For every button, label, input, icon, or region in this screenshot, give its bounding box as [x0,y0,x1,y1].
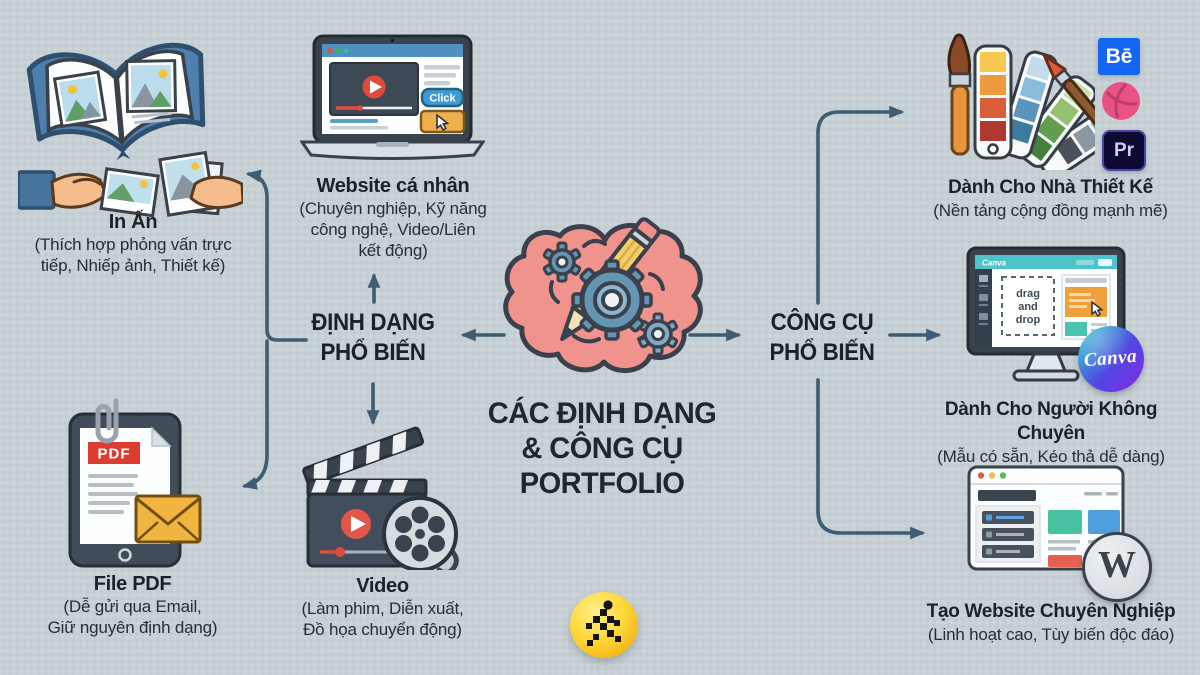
canva-monitor-illustration: Canva drag and drop [958,244,1133,394]
arrow-tools-to-designer [816,105,905,305]
pdf-node-text: File PDF (Dễ gửi qua Email, Giữ nguyên đ… [10,572,255,638]
prosite-node-desc: (Linh hoạt cao, Tùy biến độc đáo) [927,625,1175,644]
drop-label: drop [1016,314,1041,326]
nonpro-node-desc: (Mẫu có sẵn, Kéo thả dễ dàng) [937,447,1165,466]
video-node-text: Video (Làm phim, Diễn xuất, Đồ họa chuyể… [270,574,495,640]
prosite-node-title: Tạo Website Chuyên Nghiệp [926,601,1176,622]
dribbble-icon [1101,81,1141,121]
small-gear-icon [542,241,582,283]
pdf-node-title: File PDF [93,573,172,595]
behance-label: Bē [1105,44,1133,68]
premiere-label: Pr [1113,139,1135,161]
cursor-icon [1091,300,1104,317]
large-gear-icon [571,259,653,341]
film-reel-icon [382,496,458,570]
click-button-label: Click [429,93,456,105]
designer-node-text: Dành Cho Nhà Thiết Kế (Nền tảng cộng đồn… [918,176,1183,221]
envelope-icon [134,494,202,544]
formats-hub-label: ĐỊNH DẠNG PHỔ BIẾN [311,309,435,366]
and-label: and [1018,301,1038,313]
website-node-text: Website cá nhân (Chuyên nghiệp, Kỹ năng … [288,174,498,261]
canva-logo-icon: Canva [1078,326,1144,392]
right-hand [189,175,243,209]
nonpro-node-title: Dành Cho Người Không Chuyên [944,399,1158,444]
left-sleeve [18,170,56,210]
photo-right [125,59,178,114]
print-node-title: In Ấn [108,211,158,233]
designer-node-desc: (Nền tảng cộng đồng mạnh mẽ) [933,201,1168,220]
print-node-desc: (Thích hợp phỏng vấn trực tiếp, Nhiếp ản… [34,235,232,275]
designer-tools-illustration [935,30,1095,170]
pdf-tablet-illustration: PDF [56,398,211,573]
canva-appbar-label: Canva [982,259,1007,268]
small-gear-icon [637,312,679,356]
website-node-desc: (Chuyên nghiệp, Kỹ năng công nghệ, Video… [299,199,487,260]
nonpro-node-text: Dành Cho Người Không Chuyên (Mẫu có sẵn,… [912,398,1190,467]
brain-gears-pencil-illustration [500,212,710,397]
click-button [420,87,465,108]
designer-node-title: Dành Cho Nhà Thiết Kế [948,177,1153,198]
drag-drop-box [1001,276,1055,336]
premiere-pro-icon: Pr [1102,130,1146,171]
arrow-formats-to-pdf [241,339,269,490]
polaroid-photo [99,167,160,217]
arrow-tools-to-wordpress [816,378,926,540]
video-node-desc: (Làm phim, Diễn xuất, Đồ họa chuyển động… [301,599,464,639]
color-swatch-fan [973,44,1095,170]
prosite-node-text: Tạo Website Chuyên Nghiệp (Linh hoạt cao… [912,600,1190,645]
paintbrush-icon [947,33,972,156]
photo-book-illustration [18,22,243,217]
detail-brush-icon [1042,54,1095,128]
video-node-title: Video [356,575,409,597]
pixel-runner-logo [570,592,638,658]
wordpress-w-label: W [1098,544,1136,586]
page-title: CÁC ĐỊNH DẠNG & CÔNG CỤ PORTFOLIO [487,397,717,500]
print-node-text: In Ấn (Thích hợp phỏng vấn trực tiếp, Nh… [8,210,258,276]
cursor-icon [436,113,450,132]
laptop-website-illustration: Click [300,34,485,170]
website-builder-browser-illustration [966,464,1126,572]
pdf-badge [88,442,140,464]
pdf-node-desc: (Dễ gửi qua Email, Giữ nguyên định dạng) [47,597,218,637]
behance-icon: Bē [1098,38,1140,75]
wordpress-icon: W [1082,532,1152,602]
paperclip-icon [95,398,119,444]
photo-left [52,70,108,129]
sidebar-menu-items [982,511,1034,558]
drag-label: drag [1016,288,1040,300]
website-node-title: Website cá nhân [316,175,470,197]
tools-hub-label: CÔNG CỤ PHỔ BIẾN [769,309,875,366]
pdf-badge-label: PDF [98,446,131,463]
canva-logo-label: Canva [1083,345,1139,372]
video-clapperboard-illustration [300,420,465,570]
